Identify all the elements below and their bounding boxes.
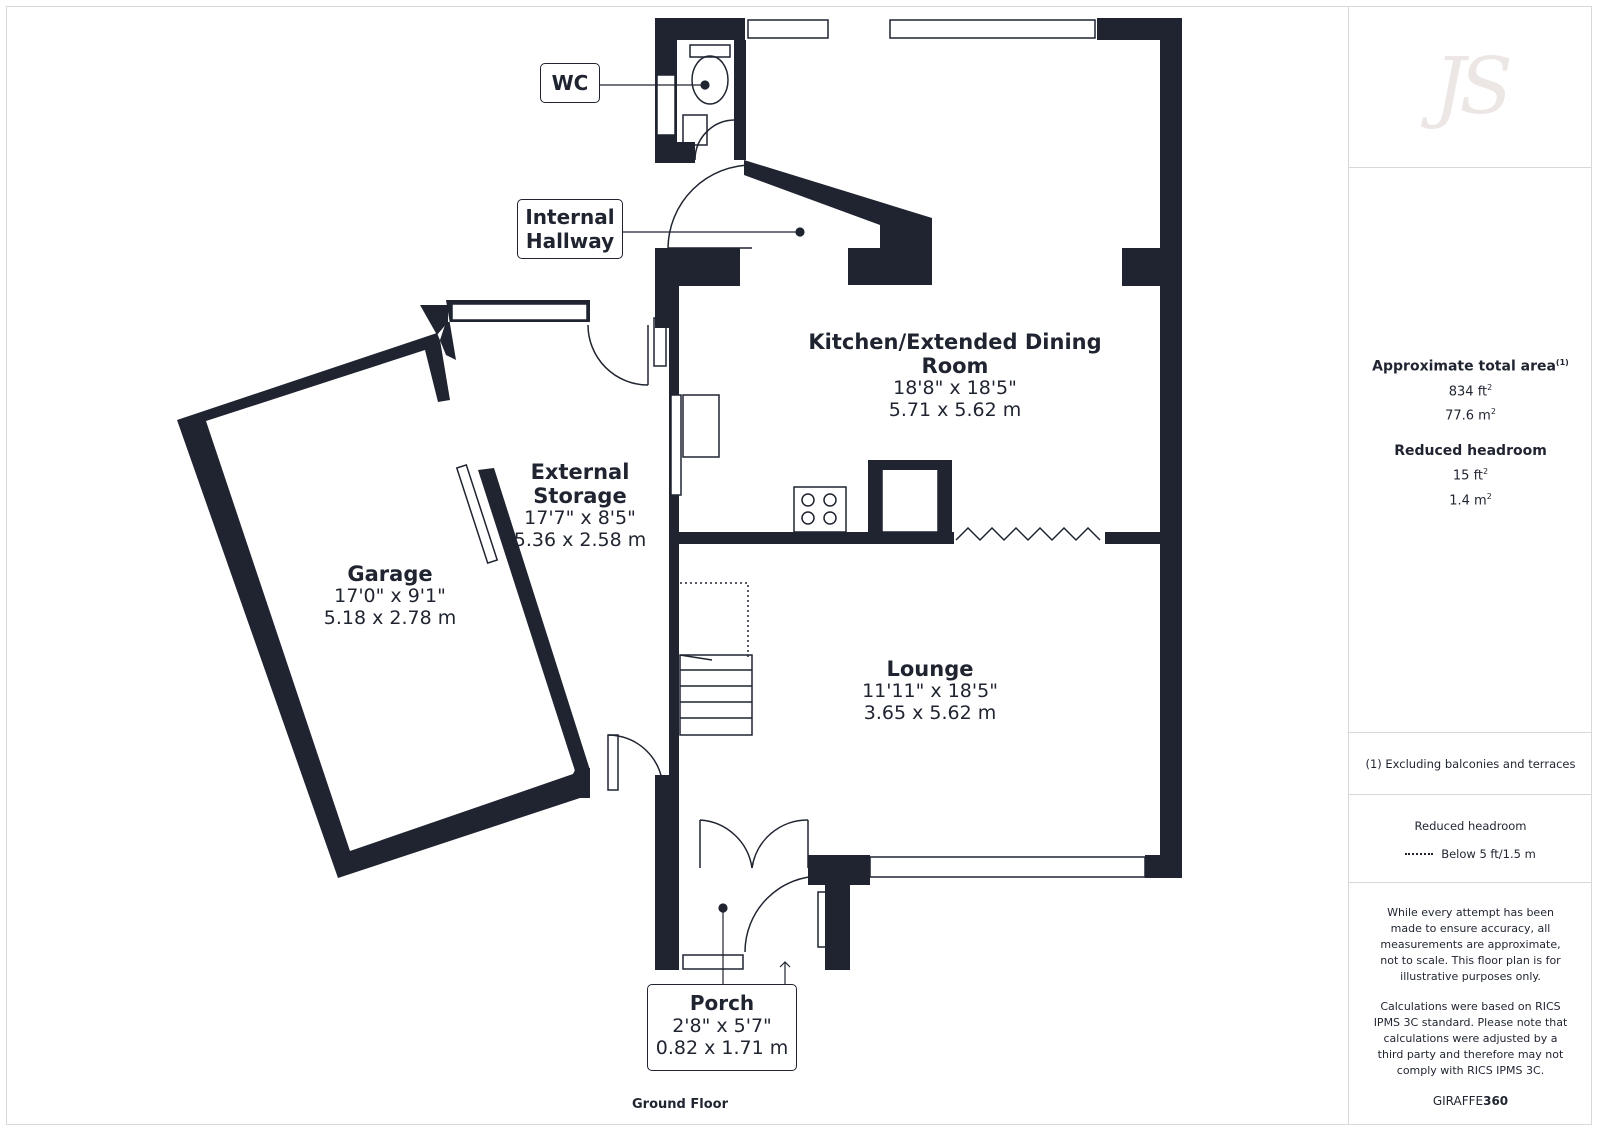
window-kitchen-top-2 <box>889 19 1096 39</box>
room-storage-name-1: External <box>530 460 630 484</box>
page-frame <box>6 6 1592 1125</box>
window-porch-bottom <box>682 954 744 970</box>
wall-porch-right <box>825 855 850 970</box>
wc-basin <box>682 114 708 146</box>
room-garage-name: Garage <box>347 562 433 586</box>
disclaimer-2: Calculations were based on RICS IPMS 3C … <box>1373 1000 1568 1077</box>
room-storage-label: External Storage 17'7" x 8'5" 5.36 x 2.5… <box>505 460 655 552</box>
callout-hallway-name-2: Hallway <box>525 229 615 253</box>
room-storage-name-2: Storage <box>533 484 627 509</box>
room-kitchen-label: Kitchen/Extended Dining Room 18'8" x 18'… <box>780 330 1130 422</box>
disclaimer-section: While every attempt has been made to ens… <box>1349 883 1592 1125</box>
wall-porch-bottom-left <box>655 952 679 970</box>
stairs-reduced-headroom <box>680 582 749 660</box>
callout-wc: WC <box>540 63 600 103</box>
callout-wc-name: WC <box>551 71 589 95</box>
callout-porch-dim-metric: 0.82 x 1.71 m <box>655 1037 789 1059</box>
walls <box>177 18 1182 970</box>
kitchen-sink <box>682 394 720 458</box>
wall-wc-right <box>734 40 746 160</box>
window-wc-left <box>656 74 676 136</box>
wall-kitchen-right <box>1160 18 1182 878</box>
staircase <box>679 654 753 736</box>
window-kitchen-top-1 <box>747 19 829 39</box>
footnote-text: (1) Excluding balconies and terraces <box>1365 756 1576 771</box>
wall-chimney-right <box>938 460 952 532</box>
room-lounge-dim-metric: 3.65 x 5.62 m <box>863 701 997 724</box>
porch-front-door <box>744 875 822 953</box>
total-area-ft: 834 ft2 <box>1448 382 1493 399</box>
wall-lounge-bottom-right <box>1145 855 1182 878</box>
floor-caption: Ground Floor <box>632 1097 728 1112</box>
callout-porch: Porch 2'8" x 5'7" 0.82 x 1.71 m <box>647 984 797 1071</box>
wall-kitchen-left-2 <box>669 328 679 868</box>
wall-garage-top-piece <box>420 305 448 335</box>
wall-garage-outer <box>177 300 590 878</box>
wall-kitchen-top-left <box>655 18 745 40</box>
callout-hallway-name-1: Internal <box>525 205 615 229</box>
callout-leaders <box>600 80 805 985</box>
total-area-title: Approximate total area(1) <box>1372 358 1569 375</box>
room-lounge-name: Lounge <box>886 657 974 681</box>
room-lounge-label: Lounge 11'11" x 18'5" 3.65 x 5.62 m <box>830 657 1030 725</box>
callout-porch-name: Porch <box>689 991 755 1015</box>
wc-cistern <box>689 44 731 58</box>
room-garage-dim-imperial: 17'0" x 9'1" <box>334 585 446 608</box>
floor-plan <box>177 18 1182 985</box>
bifold-doors <box>955 526 1101 542</box>
room-kitchen-dim-metric: 5.71 x 5.62 m <box>888 399 1022 422</box>
porch-door-right <box>751 819 809 869</box>
total-area-note-ref: (1) <box>1555 358 1569 367</box>
hall-door-arc <box>667 164 753 249</box>
wall-wc-bottom <box>677 142 695 163</box>
room-garage-label: Garage 17'0" x 9'1" 5.18 x 2.78 m <box>300 562 480 630</box>
fixtures <box>455 44 1101 953</box>
area-section: Approximate total area(1) 834 ft2 77.6 m… <box>1349 168 1592 733</box>
wall-divider-right <box>1105 532 1160 544</box>
room-storage-dim-metric: 5.36 x 2.58 m <box>513 529 647 552</box>
room-kitchen-dim-imperial: 18'8" x 18'5" <box>893 377 1017 400</box>
legend-title: Reduced headroom <box>1414 819 1527 833</box>
giraffe360-brand: GIRAFFE360 <box>1432 1094 1509 1108</box>
total-area-m: 77.6 m2 <box>1445 406 1496 424</box>
dotted-line-swatch <box>1405 853 1434 855</box>
wall-hall-diagonal <box>744 160 932 285</box>
lounge-door-arc <box>607 734 664 791</box>
porch-door-left <box>699 819 753 869</box>
windows <box>451 19 1146 970</box>
room-lounge-dim-imperial: 11'11" x 18'5" <box>862 680 998 703</box>
window-kitchen-side <box>670 394 682 496</box>
legend-section: Reduced headroom Below 5 ft/1.5 m <box>1349 795 1592 883</box>
wall-kitchen-right-pier <box>1122 248 1160 286</box>
wc-door-arc <box>694 119 735 161</box>
legend-item: Below 5 ft/1.5 m <box>1441 847 1536 861</box>
wall-chimney-left <box>868 460 882 532</box>
wall-divider <box>679 532 954 544</box>
callout-hallway: Internal Hallway <box>517 199 623 259</box>
window-lounge-bottom <box>869 856 1146 878</box>
room-storage-dim-imperial: 17'7" x 8'5" <box>524 507 636 530</box>
room-kitchen-name: Kitchen/Extended Dining Room <box>808 330 1102 379</box>
room-garage-dim-metric: 5.18 x 2.78 m <box>323 606 457 629</box>
brand-logo: JS <box>1434 41 1513 132</box>
reduced-headroom-m: 1.4 m2 <box>1449 491 1492 508</box>
callout-porch-dim-imperial: 2'8" x 5'7" <box>672 1015 772 1037</box>
info-sidebar: JS Approximate total area(1) 834 ft2 77.… <box>1348 6 1592 1125</box>
window-storage-top <box>451 303 588 321</box>
disclaimer-1: While every attempt has been made to ens… <box>1380 906 1561 983</box>
kitchen-hob <box>793 486 847 533</box>
legend-row: Below 5 ft/1.5 m <box>1349 847 1592 861</box>
storage-door-arc <box>587 324 649 386</box>
wall-kitchen-left <box>655 248 679 328</box>
wall-garage-right <box>478 468 590 774</box>
reduced-headroom-title: Reduced headroom <box>1394 443 1547 460</box>
reduced-headroom-ft: 15 ft2 <box>1452 467 1489 484</box>
footnote-section: (1) Excluding balconies and terraces <box>1349 733 1592 795</box>
wc-bowl <box>691 55 729 105</box>
logo-section: JS <box>1349 6 1592 168</box>
wall-porch-left <box>655 775 679 970</box>
